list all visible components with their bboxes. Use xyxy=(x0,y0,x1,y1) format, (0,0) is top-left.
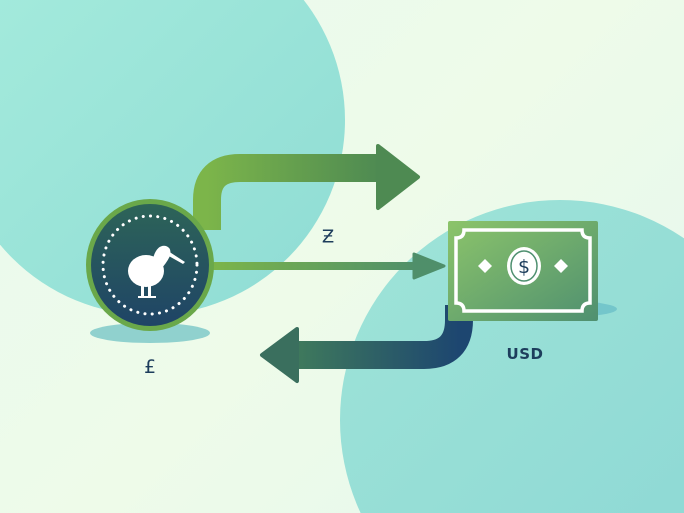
target-currency-label: USD xyxy=(506,345,544,363)
source-currency-label: £ xyxy=(143,356,157,378)
usd-banknote: $ xyxy=(448,221,598,321)
coin-shadow xyxy=(90,323,210,343)
middle-currency-label: Ƶ xyxy=(321,226,335,248)
arrow-middle-right-icon xyxy=(212,252,446,280)
background-blob-top-left xyxy=(0,0,345,315)
kiwi-bird-icon xyxy=(128,245,185,298)
arrow-top-right-icon xyxy=(193,144,420,230)
background-blob-bottom-right xyxy=(340,200,684,513)
dollar-sign-icon: $ xyxy=(518,256,530,278)
kiwi-coin xyxy=(86,199,214,331)
